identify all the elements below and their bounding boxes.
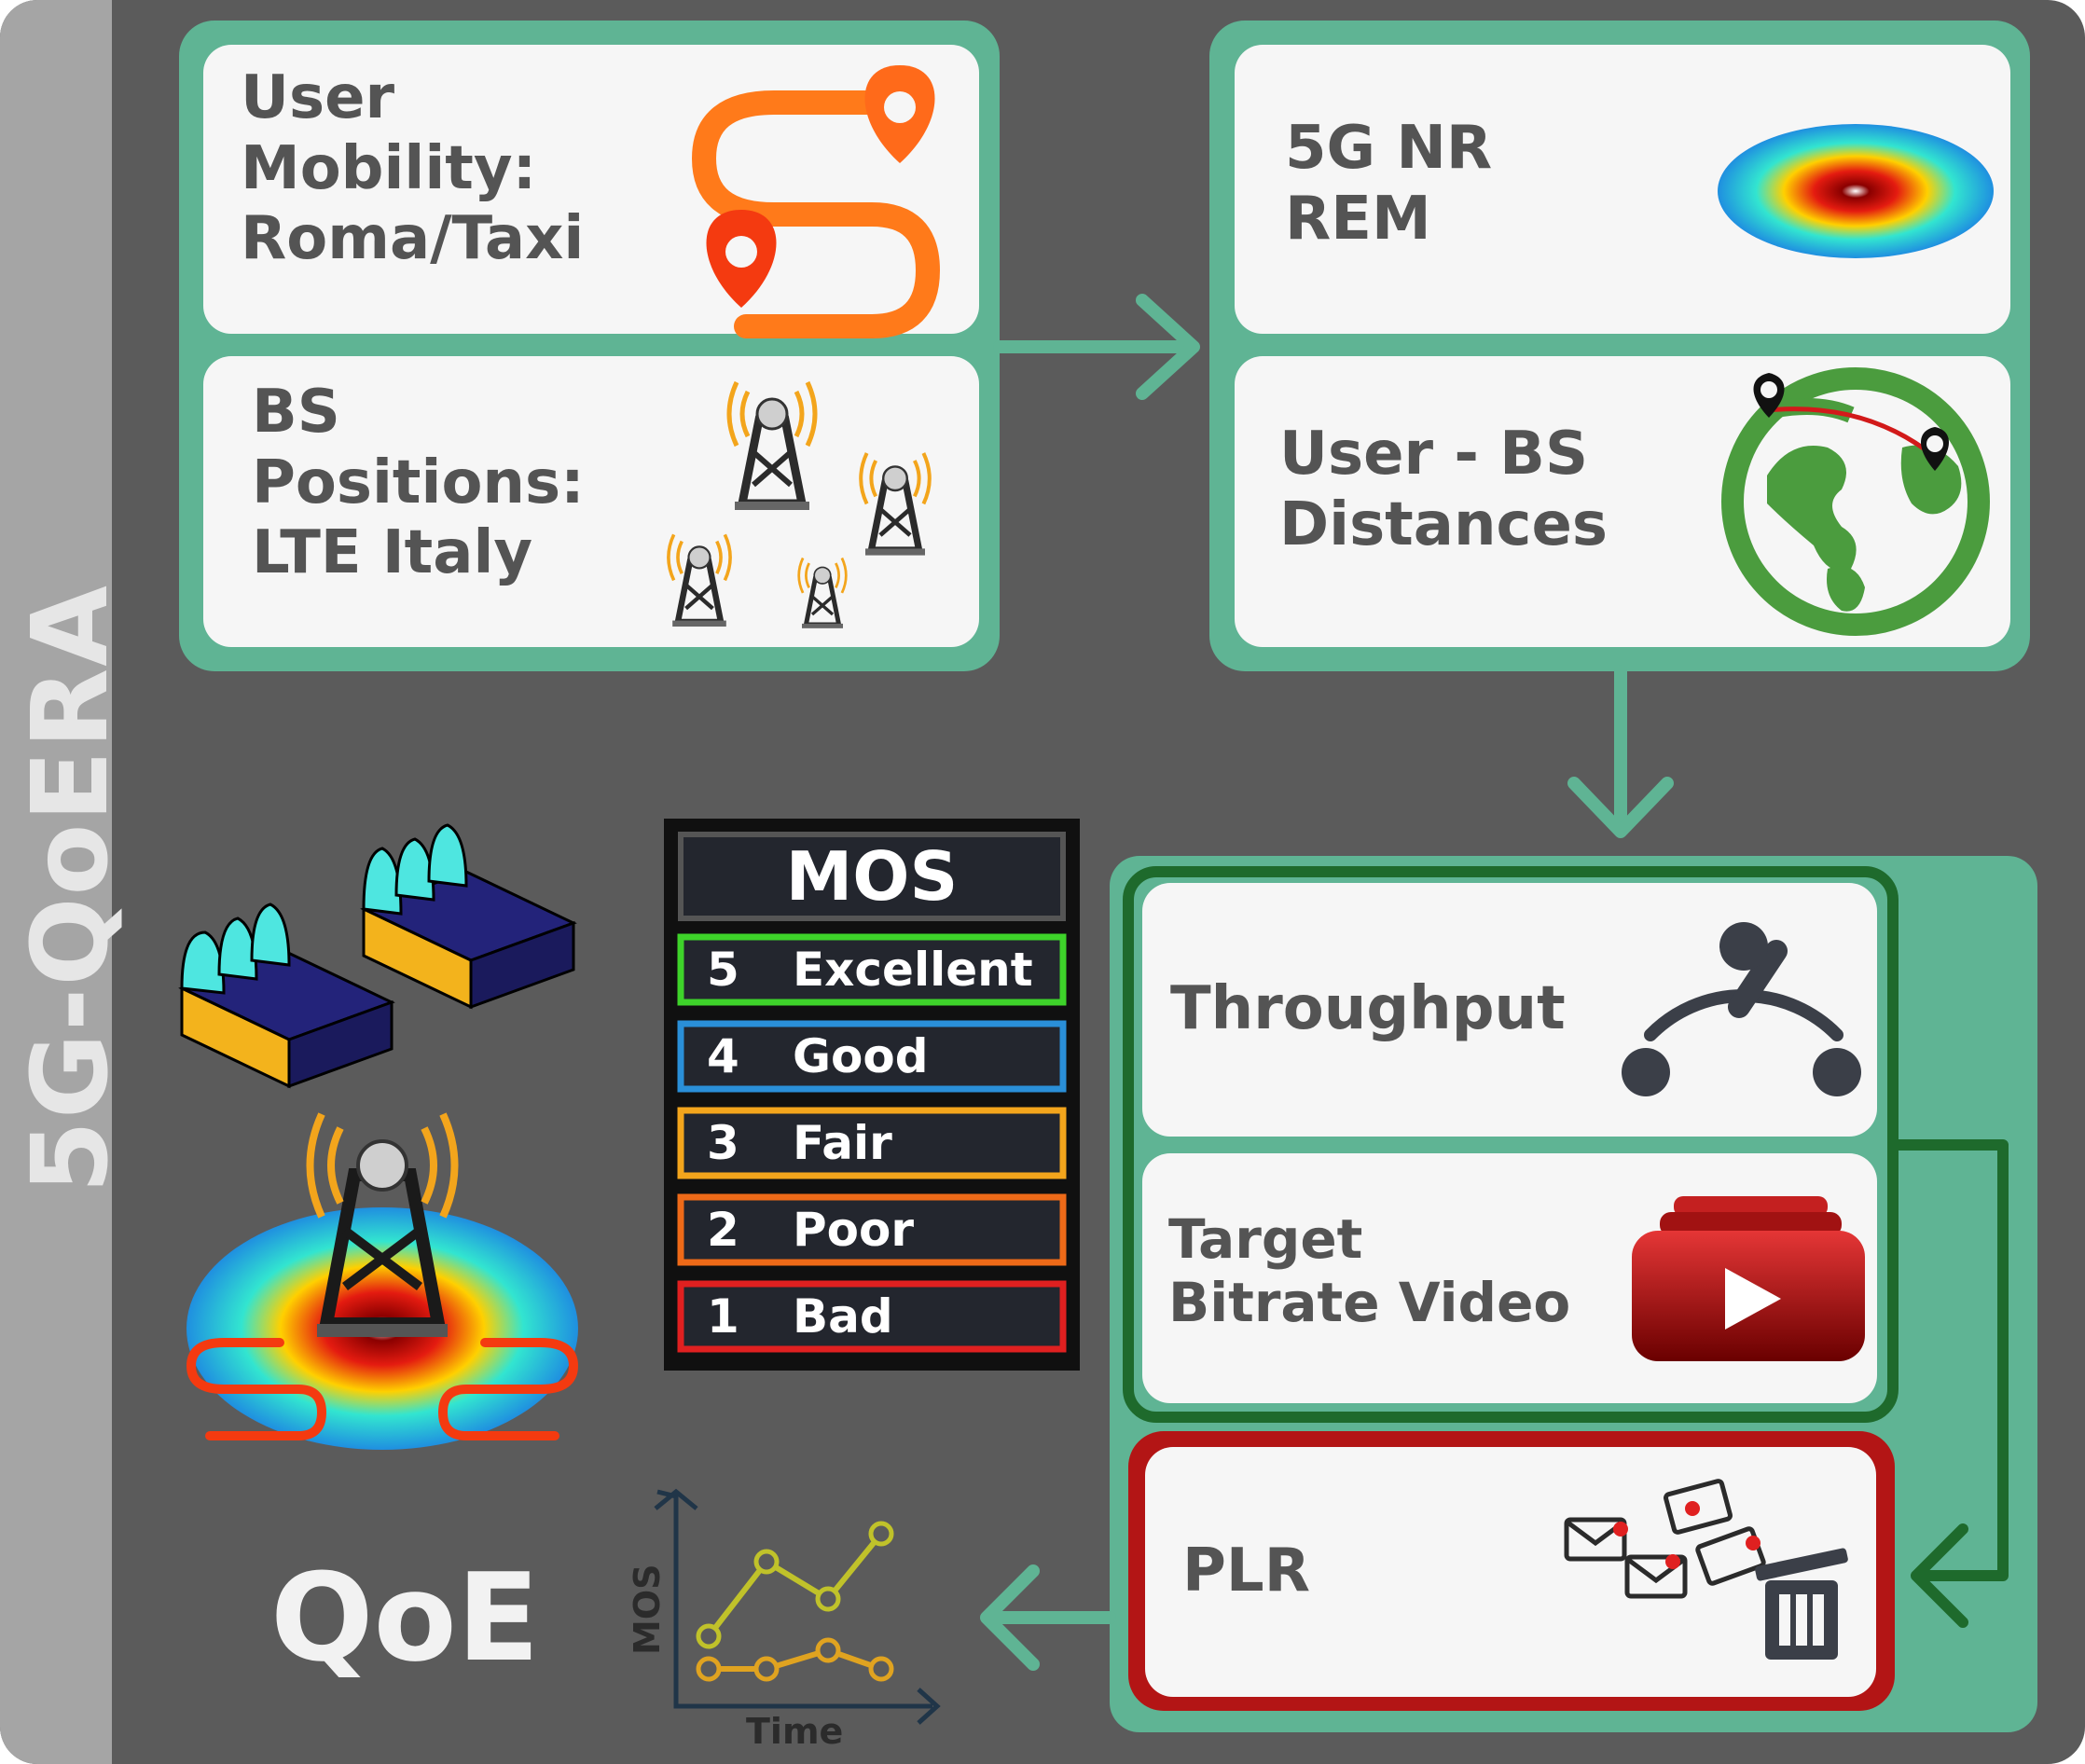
mos-row: 5 Excellent xyxy=(681,937,1063,1002)
mos-row-frame xyxy=(677,1020,1067,1093)
card-bs-positions xyxy=(203,356,979,647)
mos-label: Excellent xyxy=(793,943,1033,997)
antenna-array-icon xyxy=(178,823,577,1089)
mos-score: 1 xyxy=(707,1289,739,1344)
arrow-metrics-to-qoe xyxy=(980,1564,1116,1671)
qoe-label: QoE xyxy=(270,1547,540,1688)
mos-header-cell xyxy=(678,832,1066,921)
mos-row-frame xyxy=(677,1107,1067,1179)
mos-score: 3 xyxy=(707,1116,739,1170)
mos-row: 2 Poor xyxy=(681,1197,1063,1262)
mos-row: 4 Good xyxy=(681,1024,1063,1089)
mos-label: Good xyxy=(793,1029,929,1083)
sidebar xyxy=(0,0,112,1764)
mos-score: 5 xyxy=(707,943,739,997)
chart-ylabel: MOS xyxy=(627,1564,668,1656)
tower-icon xyxy=(306,1112,459,1337)
sidebar-title: 5G-QoERA xyxy=(10,584,131,1193)
series-upper xyxy=(706,1532,884,1638)
mos-score: 2 xyxy=(707,1203,739,1257)
arrow-processing-to-metrics xyxy=(1567,665,1674,838)
mos-label: Fair xyxy=(793,1116,892,1170)
qoe-chart xyxy=(654,1488,941,1725)
mos-row: 3 Fair xyxy=(681,1110,1063,1176)
mos-row-frame xyxy=(677,933,1067,1006)
mos-title: MOS xyxy=(785,837,959,916)
mos-label: Poor xyxy=(793,1203,915,1257)
chart-xlabel: Time xyxy=(746,1711,844,1752)
series-lower xyxy=(709,1647,882,1672)
chart-y-axis xyxy=(656,1489,932,1709)
coverage-routes xyxy=(186,1338,579,1440)
arrow-input-to-processing xyxy=(993,294,1200,400)
mos-score: 4 xyxy=(707,1029,739,1083)
mos-row: 1 Bad xyxy=(681,1284,1063,1349)
mos-row-frame xyxy=(677,1280,1067,1353)
mos-label: Bad xyxy=(793,1289,893,1344)
label-plr: PLR xyxy=(1182,1537,1310,1606)
arrow-feedback-to-plr xyxy=(1887,1139,2009,1628)
label-throughput: Throughput xyxy=(1170,974,1566,1043)
mos-row-frame xyxy=(677,1193,1067,1266)
